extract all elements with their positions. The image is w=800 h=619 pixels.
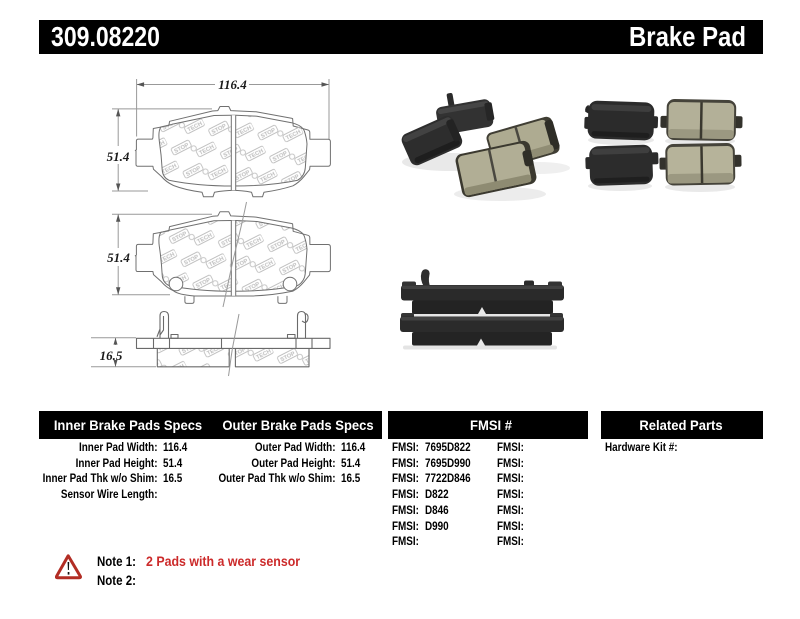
- svg-text:16.5: 16.5: [100, 348, 123, 363]
- svg-text:116.4: 116.4: [218, 77, 247, 92]
- svg-text:51.4: 51.4: [107, 250, 130, 265]
- svg-text:51.4: 51.4: [107, 149, 130, 164]
